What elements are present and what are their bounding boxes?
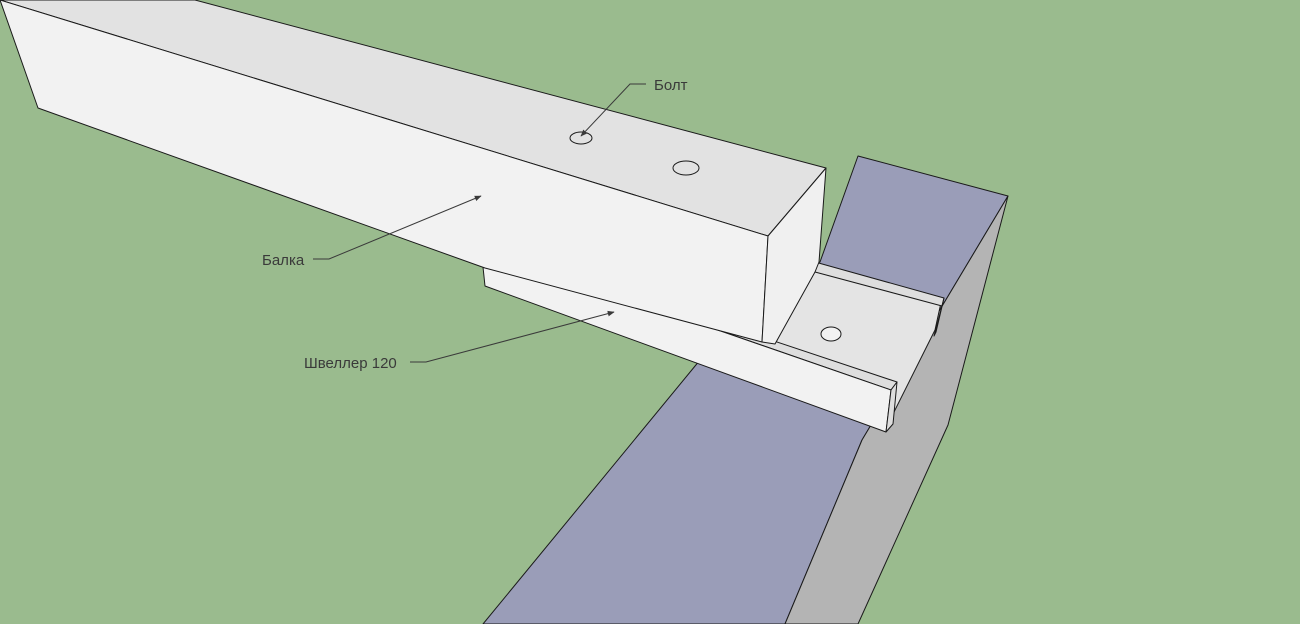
beam-front-face (0, 0, 769, 343)
beam-leader-line (313, 195, 482, 260)
callout-bolt: Болт (580, 77, 688, 137)
channel-leader-line (410, 310, 615, 363)
callout-channel: Швеллер 120 (304, 310, 615, 372)
channel-back-flange-side (933, 297, 945, 337)
beam (0, 0, 827, 345)
beam-bolt-hole-2 (672, 160, 700, 176)
bolt-leader-line (580, 83, 646, 137)
beam-end-face (761, 167, 827, 345)
callout-beam: Балка (262, 195, 482, 269)
channel-front-end (885, 381, 898, 433)
channel-label: Швеллер 120 (304, 355, 397, 372)
channel-bolt-hole (820, 326, 842, 342)
beam-label: Балка (262, 252, 305, 269)
bolt-label: Болт (654, 77, 688, 94)
beam-bolt-hole-1 (569, 131, 593, 145)
